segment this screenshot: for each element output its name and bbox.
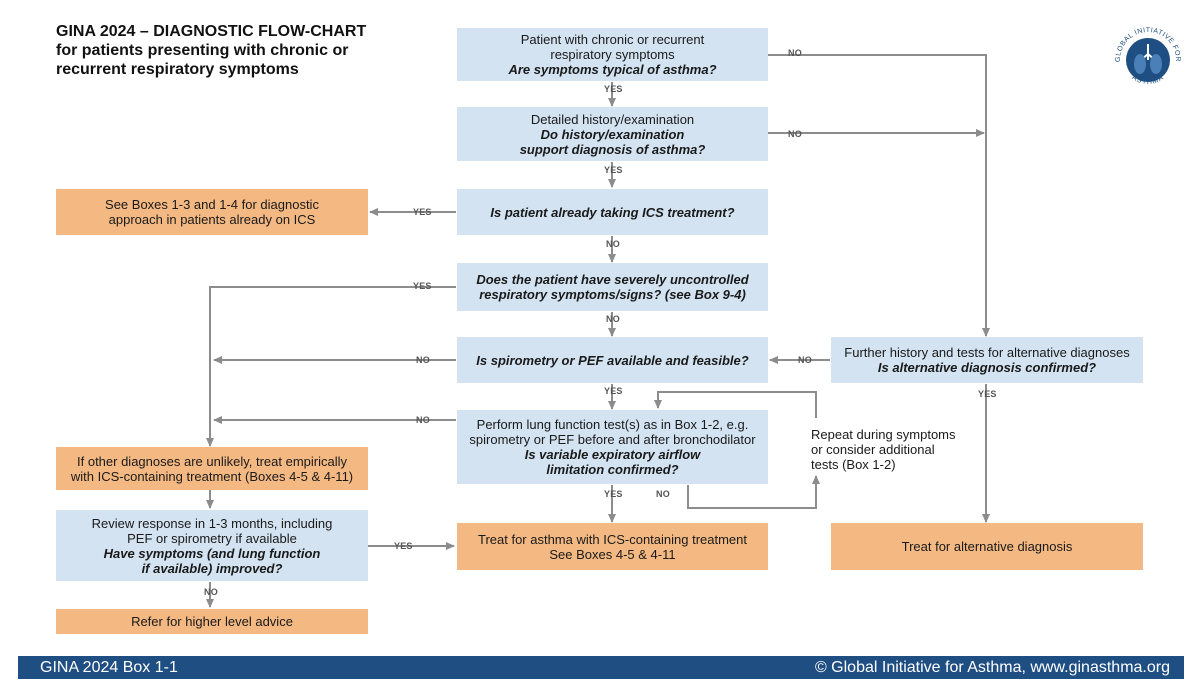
node-question: respiratory symptoms/signs? (see Box 9-4… [479, 287, 746, 302]
node-question: if available) improved? [141, 560, 283, 576]
footer-box-id: GINA 2024 Box 1-1 [40, 658, 178, 676]
node-question: Is variable expiratory airflow [524, 447, 701, 462]
node-text: approach in patients already on ICS [108, 212, 316, 227]
node-text: Perform lung function test(s) as in Box … [476, 417, 749, 432]
label-yes: YES [394, 541, 413, 551]
arrow-n1-no [768, 54, 990, 337]
node-question: Is spirometry or PEF available and feasi… [476, 352, 749, 368]
page-title: GINA 2024 – DIAGNOSTIC FLOW-CHART for pa… [56, 22, 416, 79]
node-lung-function-test: Perform lung function test(s) as in Box … [457, 410, 768, 484]
label-yes: YES [413, 207, 432, 217]
gina-logo: GLOBAL INITIATIVE FOR ASTHMA [1115, 27, 1181, 86]
label-no: NO [606, 314, 620, 324]
footer-bar: GINA 2024 Box 1-1 © Global Initiative fo… [18, 656, 1184, 679]
node-review-response: Review response in 1-3 months, including… [56, 510, 368, 581]
svg-text:ASTHMA: ASTHMA [1131, 74, 1166, 86]
node-treat-asthma: Treat for asthma with ICS-containing tre… [457, 523, 768, 570]
node-question: limitation confirmed? [546, 462, 679, 477]
node-question: Is alternative diagnosis confirmed? [877, 360, 1097, 375]
node-history-exam: Detailed history/examination Do history/… [457, 107, 768, 161]
node-text: See Boxes 1-3 and 1-4 for diagnostic [105, 197, 319, 212]
node-text: PEF or spirometry if available [127, 530, 297, 546]
node-text: Treat for asthma with ICS-containing tre… [477, 531, 748, 547]
title-line-1: GINA 2024 – DIAGNOSTIC FLOW-CHART [56, 23, 367, 40]
arrow-n6-no-loop [687, 475, 820, 509]
title-line-2: for patients presenting with chronic or [56, 42, 349, 59]
repeat-note-line: tests (Box 1-2) [811, 457, 896, 472]
node-question: Does the patient have severely uncontrol… [476, 272, 749, 287]
node-question: Are symptoms typical of asthma? [508, 62, 717, 77]
node-text: See Boxes 4-5 & 4-11 [549, 546, 676, 562]
node-question: Have symptoms (and lung function [103, 545, 321, 561]
node-question: support diagnosis of asthma? [519, 141, 706, 157]
node-text: Detailed history/examination [530, 111, 695, 127]
title-line-3: recurrent respiratory symptoms [56, 61, 299, 78]
label-no: NO [416, 355, 430, 365]
node-already-on-ics: See Boxes 1-3 and 1-4 for diagnostic app… [56, 189, 368, 235]
label-yes: YES [604, 165, 623, 175]
node-text: with ICS-containing treatment (Boxes 4-5… [70, 468, 354, 484]
node-taking-ics: Is patient already taking ICS treatment? [457, 189, 768, 235]
node-question: Is patient already taking ICS treatment? [490, 204, 735, 220]
node-text: Refer for higher level advice [131, 614, 293, 629]
label-no: NO [606, 239, 620, 249]
node-spirometry-available: Is spirometry or PEF available and feasi… [457, 337, 768, 383]
node-text: spirometry or PEF before and after bronc… [469, 432, 756, 447]
label-no: NO [204, 587, 218, 597]
logo-text-bottom: ASTHMA [1131, 74, 1165, 86]
node-treat-empirically: If other diagnoses are unlikely, treat e… [56, 447, 368, 490]
label-no: NO [416, 415, 430, 425]
label-no: NO [788, 48, 802, 58]
label-yes: YES [413, 281, 432, 291]
node-severely-uncontrolled: Does the patient have severely uncontrol… [457, 263, 768, 311]
node-text: Patient with chronic or recurrent [520, 32, 705, 47]
node-text: Further history and tests for alternativ… [844, 345, 1130, 360]
repeat-note-line: or consider additional [811, 442, 935, 457]
label-yes: YES [978, 389, 997, 399]
node-symptoms-typical: Patient with chronic or recurrent respir… [457, 28, 768, 81]
label-no: NO [656, 489, 670, 499]
node-refer-higher: Refer for higher level advice [56, 609, 368, 634]
arrow-repeat-loop [654, 391, 817, 418]
node-text: If other diagnoses are unlikely, treat e… [77, 453, 347, 469]
node-text: Review response in 1-3 months, including [91, 515, 333, 531]
label-yes: YES [604, 489, 623, 499]
repeat-note: Repeat during symptoms or consider addit… [811, 427, 971, 472]
arrow-n4-yes-bus [206, 286, 456, 447]
node-treat-alternative: Treat for alternative diagnosis [831, 523, 1143, 570]
label-yes: YES [604, 386, 623, 396]
node-text: Treat for alternative diagnosis [901, 539, 1073, 554]
repeat-note-line: Repeat during symptoms [811, 427, 956, 442]
label-no: NO [788, 129, 802, 139]
footer-copyright: © Global Initiative for Asthma, www.gina… [814, 658, 1170, 676]
node-question: Do history/examination [540, 126, 685, 142]
node-alternative-diagnoses: Further history and tests for alternativ… [831, 337, 1143, 383]
label-no: NO [798, 355, 812, 365]
label-yes: YES [604, 84, 623, 94]
node-text: respiratory symptoms [550, 47, 675, 62]
